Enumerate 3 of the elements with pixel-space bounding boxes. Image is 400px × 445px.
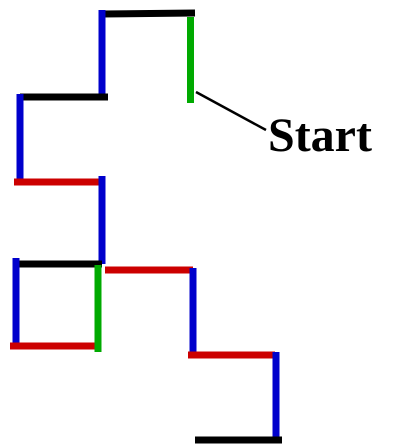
path-segment [187,17,194,103]
start-label: Start [268,110,372,162]
leader-line [195,90,267,132]
